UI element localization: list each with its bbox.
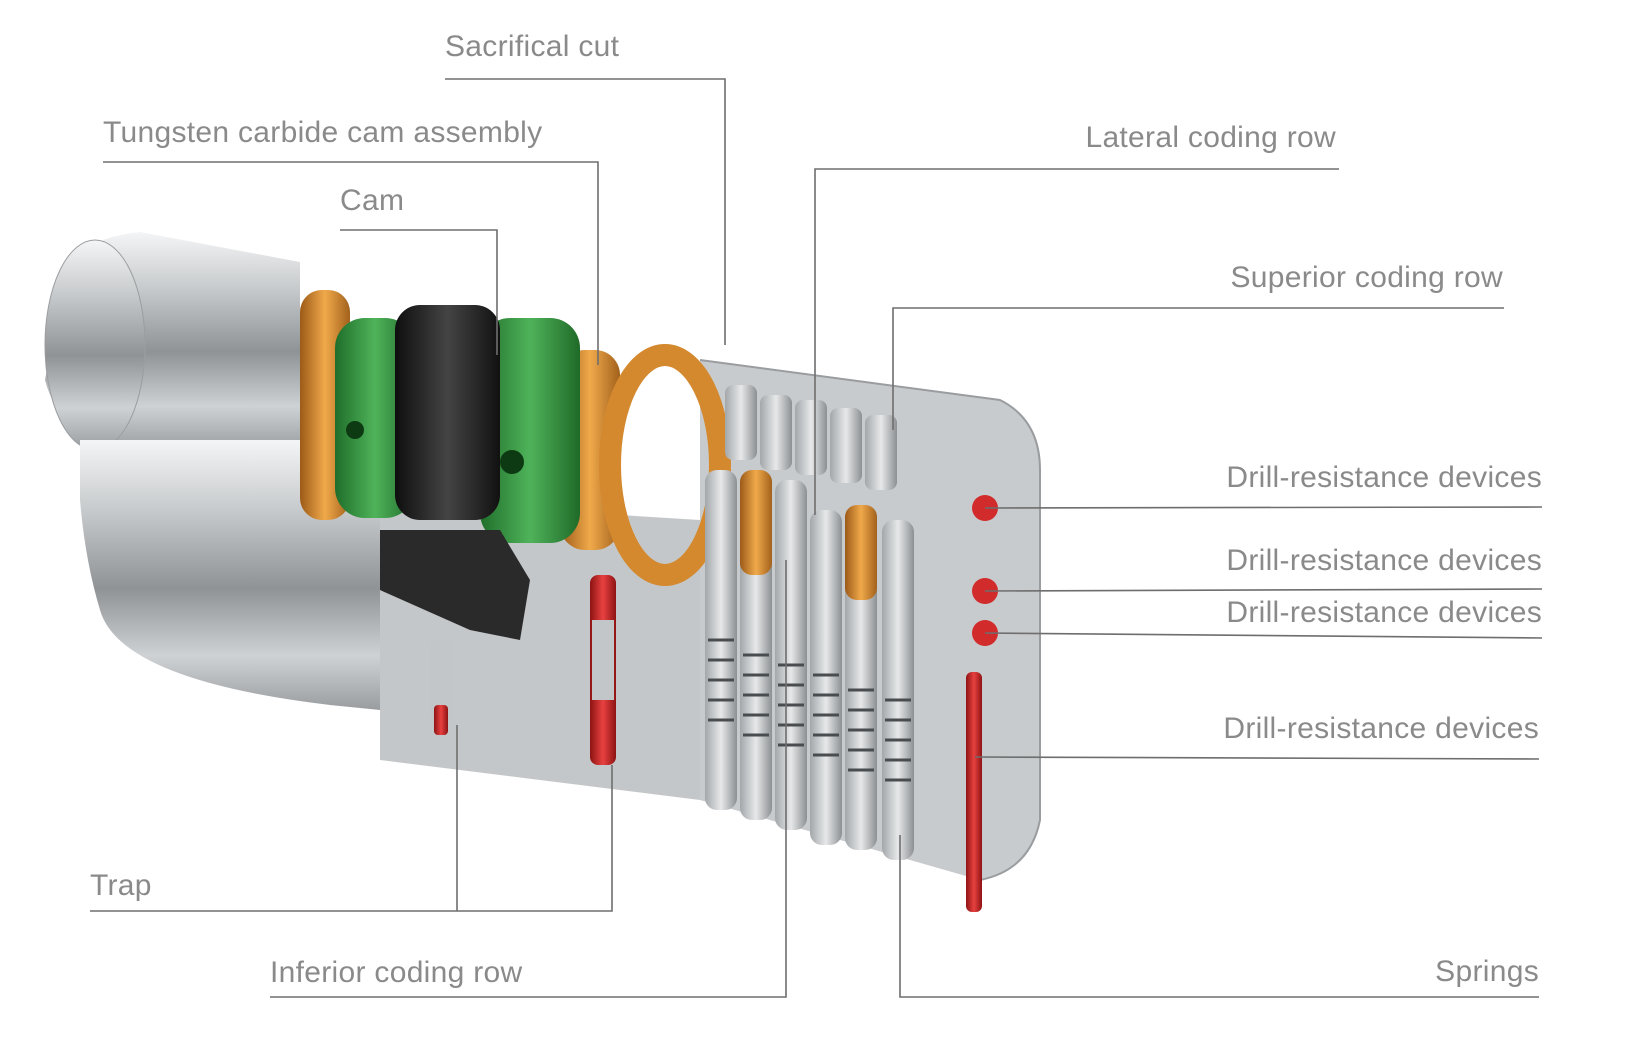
label-sacrifical-cut: Sacrifical cut [445,30,620,63]
leader-drill-1 [984,506,1543,509]
label-drill-resistance-3: Drill-resistance devices [1226,596,1542,629]
leader-tungsten-cam [103,161,599,365]
leader-drill-3 [984,632,1543,639]
label-drill-resistance-1: Drill-resistance devices [1226,461,1542,494]
trap-pins [430,575,616,765]
superior-pin-row [725,385,897,490]
label-springs: Springs [1435,955,1539,988]
label-inferior-coding-row: Inferior coding row [270,956,523,989]
black-cam [380,305,530,640]
label-superior-coding-row: Superior coding row [1230,261,1503,294]
leader-trap [90,765,613,912]
label-cam: Cam [340,184,405,217]
leader-lateral-coding [814,168,1339,515]
leader-drill-2 [984,588,1543,592]
plug-cylinder-left [44,232,300,451]
label-tungsten-cam-assembly: Tungsten carbide cam assembly [103,116,543,149]
leader-superior-coding [892,307,1504,430]
leader-springs [899,835,1539,998]
leader-cam [340,229,498,355]
label-lateral-coding-row: Lateral coding row [1085,121,1336,154]
label-drill-resistance-2: Drill-resistance devices [1226,544,1542,577]
springs [708,638,911,782]
leader-drill-4 [974,756,1540,760]
drill-resistance-devices [966,495,998,912]
leader-sacrifical-cut [445,78,726,345]
leader-inferior-coding [270,560,787,998]
label-trap: Trap [90,869,152,902]
label-drill-resistance-4: Drill-resistance devices [1223,712,1539,745]
leader-lines [90,78,1543,998]
